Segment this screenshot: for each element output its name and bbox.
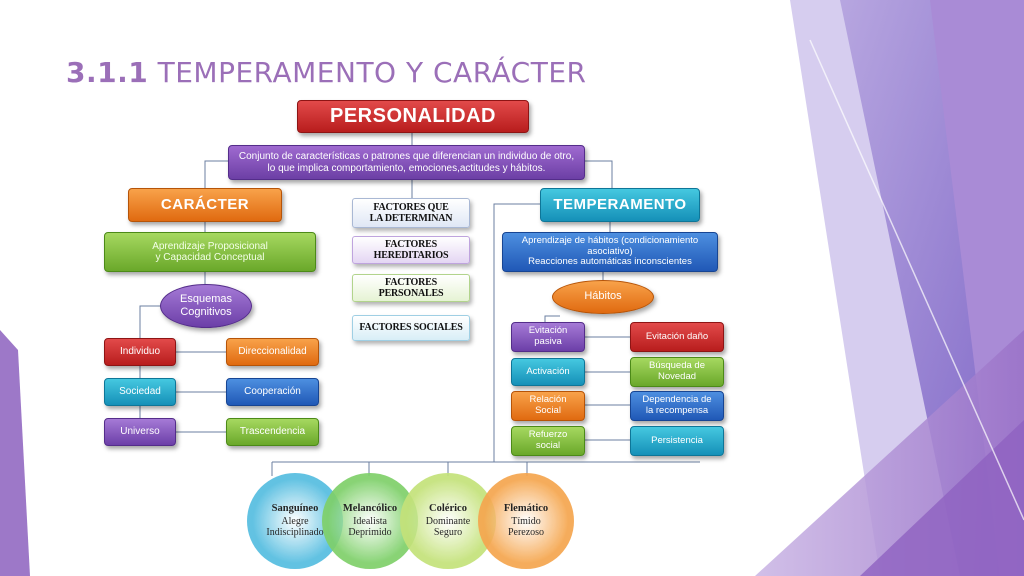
bg-shape-5 (860, 420, 1024, 576)
persistencia-line-1: Persistencia (651, 434, 703, 446)
type-name: Sanguíneo (271, 503, 319, 515)
universo-box: Universo (104, 418, 176, 446)
persistencia-box: Persistencia (630, 426, 724, 456)
individuo-box: Individuo (104, 338, 176, 366)
universo-label: Universo (120, 426, 160, 438)
cooperacion-box: Cooperación (226, 378, 319, 406)
individuo-label: Individuo (119, 346, 161, 358)
activacion-box: Activación (511, 358, 585, 386)
factores-header-line-1: FACTORES QUE (373, 201, 449, 213)
sociedad-box: Sociedad (104, 378, 176, 406)
caracter-learning-line-1: Aprendizaje Proposicional (152, 240, 268, 252)
type-trait: Indisciplinado (266, 527, 324, 539)
temperamento-learning-line-1: Aprendizaje de hábitos (condicionamiento (521, 234, 699, 246)
activacion-label: Activación (526, 365, 570, 377)
relacion-social-line-2: Social (535, 405, 561, 416)
page-title: 3.1.1 TEMPERAMENTO Y CARÁCTER (66, 56, 586, 89)
factores-sociales-label: FACTORES SOCIALES (359, 322, 463, 334)
caracter-learning-line-2: y Capacidad Conceptual (155, 252, 265, 263)
title-number: 3.1.1 (66, 56, 149, 89)
evitacion-dano-line-1: Evitación daño (645, 330, 709, 342)
personalidad-box: PERSONALIDAD (297, 100, 529, 133)
temperamento-box: TEMPERAMENTO (540, 188, 700, 222)
definition-box: Conjunto de características o patrones q… (228, 145, 585, 180)
personalidad-label: PERSONALIDAD (329, 105, 496, 127)
trascendencia-box: Trascendencia (226, 418, 319, 446)
definition-line-2: lo que implica comportamiento, emociones… (267, 162, 546, 174)
type-circle-flematico: Flemático Tímido Perezoso (478, 473, 574, 569)
direccionalidad-box: Direccionalidad (226, 338, 319, 366)
factores-sociales-box: FACTORES SOCIALES (352, 315, 470, 341)
caracter-label: CARÁCTER (160, 196, 250, 214)
factores-personales-box: FACTORES PERSONALES (352, 274, 470, 302)
definition-line-1: Conjunto de características o patrones q… (238, 151, 575, 162)
factores-hereditarios-box: FACTORES HEREDITARIOS (352, 236, 470, 264)
factores-personales-line-2: PERSONALES (378, 288, 444, 299)
factores-header-line-2: LA DETERMINAN (369, 213, 453, 224)
evitacion-pasiva-line-1: Evitación (528, 325, 568, 337)
factores-header-box: FACTORES QUE LA DETERMINAN (352, 198, 470, 228)
temperamento-learning-box: Aprendizaje de hábitos (condicionamiento… (502, 232, 718, 272)
type-trait: Perezoso (507, 527, 545, 539)
type-trait: Idealista (353, 515, 387, 527)
type-trait: Dominante (425, 515, 471, 527)
type-name: Colérico (429, 503, 467, 515)
type-trait: Deprimido (348, 527, 392, 539)
habitos-ellipse: Hábitos (552, 280, 654, 314)
type-name: Melancólico (342, 503, 398, 515)
direccionalidad-label: Direccionalidad (238, 346, 307, 358)
temperamento-learning-line-3: Reacciones automáticas inconscientes (528, 256, 692, 268)
type-name: Flemático (503, 503, 549, 515)
type-circle-colerico: Colérico Dominante Seguro (400, 473, 496, 569)
caracter-box: CARÁCTER (128, 188, 282, 222)
type-trait: Tímido (511, 515, 541, 527)
esquemas-line-1: Esquemas (180, 292, 232, 305)
sociedad-label: Sociedad (119, 386, 161, 398)
habitos-label: Hábitos (584, 290, 622, 303)
bg-shape-6 (0, 330, 30, 576)
busqueda-novedad-line-2: Novedad (657, 371, 697, 382)
busqueda-novedad-line-1: Búsqueda de (649, 360, 705, 372)
temperamento-label: TEMPERAMENTO (553, 196, 687, 214)
type-trait: Seguro (433, 527, 463, 539)
evitacion-pasiva-line-2: pasiva (534, 336, 562, 347)
esquemas-line-2: Cognitivos (180, 306, 232, 318)
relacion-social-line-1: Relación (529, 394, 567, 406)
factores-hereditarios-line-2: HEREDITARIOS (373, 250, 449, 261)
busqueda-novedad-box: Búsqueda de Novedad (630, 357, 724, 387)
caracter-learning-box: Aprendizaje Proposicional y Capacidad Co… (104, 232, 316, 272)
refuerzo-social-line-2: social (535, 440, 561, 451)
cooperacion-label: Cooperación (244, 386, 301, 398)
temperamento-learning-line-2: asociativo) (587, 245, 633, 257)
refuerzo-social-box: Refuerzo social (511, 426, 585, 456)
title-text: TEMPERAMENTO Y CARÁCTER (157, 56, 587, 89)
esquemas-ellipse: Esquemas Cognitivos (160, 284, 252, 328)
type-trait: Alegre (281, 515, 309, 527)
relacion-social-box: Relación Social (511, 391, 585, 421)
dependencia-recompensa-line-2: la recompensa (645, 405, 709, 416)
bg-line (809, 39, 1024, 521)
trascendencia-label: Trascendencia (239, 426, 306, 438)
dependencia-recompensa-line-1: Dependencia de (642, 394, 712, 406)
refuerzo-social-line-1: Refuerzo (528, 429, 568, 441)
factores-personales-line-1: FACTORES (385, 276, 437, 288)
evitacion-pasiva-box: Evitación pasiva (511, 322, 585, 352)
dependencia-recompensa-box: Dependencia de la recompensa (630, 391, 724, 421)
evitacion-dano-box: Evitación daño (630, 322, 724, 352)
factores-hereditarios-line-1: FACTORES (385, 238, 437, 250)
